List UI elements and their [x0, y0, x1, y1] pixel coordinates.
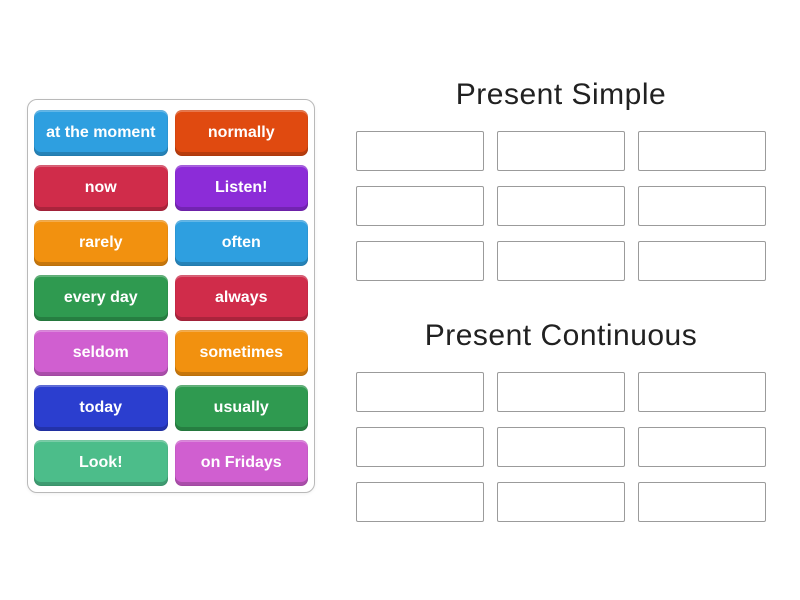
word-tile[interactable]: often: [174, 220, 308, 266]
word-tile[interactable]: Listen!: [174, 165, 308, 211]
group-title: Present Simple: [455, 78, 667, 111]
word-tile[interactable]: Look!: [34, 440, 168, 486]
answer-drop-slot[interactable]: [497, 186, 625, 226]
word-tile[interactable]: today: [34, 385, 168, 431]
answer-drop-slot[interactable]: [356, 241, 484, 281]
answer-drop-slot[interactable]: [638, 427, 766, 467]
group-section-present-continuous: Present Continuous: [350, 314, 772, 522]
group-title: Present Continuous: [424, 319, 698, 352]
answer-drop-slot[interactable]: [638, 241, 766, 281]
word-tile[interactable]: now: [34, 165, 168, 211]
answer-drop-slot[interactable]: [497, 427, 625, 467]
word-tile[interactable]: at the moment: [34, 110, 168, 156]
answer-slot-grid: [356, 372, 766, 522]
answer-drop-slot[interactable]: [497, 131, 625, 171]
answer-drop-slot[interactable]: [356, 482, 484, 522]
answer-drop-slot[interactable]: [638, 372, 766, 412]
answer-drop-slot[interactable]: [356, 372, 484, 412]
answer-drop-slot[interactable]: [638, 186, 766, 226]
answer-drop-slot[interactable]: [497, 372, 625, 412]
word-tile[interactable]: sometimes: [174, 330, 308, 376]
word-tile[interactable]: every day: [34, 275, 168, 321]
word-tile[interactable]: normally: [174, 110, 308, 156]
answer-drop-slot[interactable]: [356, 131, 484, 171]
answer-drop-slot[interactable]: [638, 482, 766, 522]
group-section-present-simple: Present Simple: [350, 73, 772, 281]
answer-slot-grid: [356, 131, 766, 281]
word-tile[interactable]: rarely: [34, 220, 168, 266]
answer-drop-slot[interactable]: [638, 131, 766, 171]
word-tile[interactable]: usually: [174, 385, 308, 431]
word-tile[interactable]: on Fridays: [174, 440, 308, 486]
answer-drop-slot[interactable]: [356, 186, 484, 226]
answer-drop-slot[interactable]: [497, 241, 625, 281]
answer-drop-slot[interactable]: [356, 427, 484, 467]
word-tile[interactable]: always: [174, 275, 308, 321]
answer-drop-slot[interactable]: [497, 482, 625, 522]
word-tile[interactable]: seldom: [34, 330, 168, 376]
